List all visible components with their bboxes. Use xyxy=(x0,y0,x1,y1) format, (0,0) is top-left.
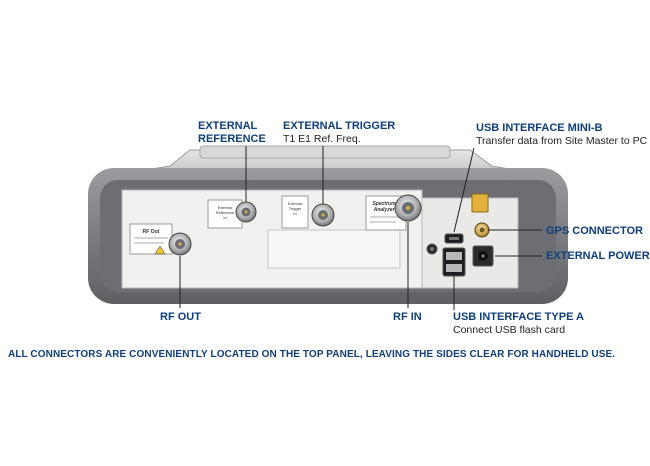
label-usb-mini-b: USB INTERFACE MINI-B Transfer data from … xyxy=(476,122,647,148)
label-external-reference: EXTERNAL REFERENCE xyxy=(198,120,266,146)
gps-connector[interactable] xyxy=(474,222,490,238)
ext-ref-plate-line2: Reference xyxy=(216,210,235,215)
usb-type-a-ports[interactable] xyxy=(442,247,466,277)
rf-out-plate-text: RF Out xyxy=(143,229,160,235)
rf-in-connector[interactable] xyxy=(394,194,422,222)
caption: ALL CONNECTORS ARE CONVENIENTLY LOCATED … xyxy=(8,349,616,360)
label-usb-type-a-title: USB INTERFACE TYPE A xyxy=(453,311,584,323)
ext-trigger-plate-line1: External xyxy=(288,201,303,206)
label-external-reference-line1: EXTERNAL xyxy=(198,120,258,132)
connector-panel-right xyxy=(421,197,519,289)
label-usb-mini-b-title: USB INTERFACE MINI-B xyxy=(476,122,603,134)
ext-ref-plate-line1: External xyxy=(218,205,233,210)
label-gps-connector-text: GPS CONNECTOR xyxy=(546,225,643,237)
ext-trigger-plate: External Trigger In xyxy=(281,195,309,229)
external-power-jack[interactable] xyxy=(472,245,494,267)
label-external-trigger-title: EXTERNAL TRIGGER xyxy=(283,120,396,132)
label-rf-out: RF OUT xyxy=(160,311,201,324)
label-usb-type-a: USB INTERFACE TYPE A Connect USB flash c… xyxy=(453,311,584,337)
label-external-trigger-sub: T1 E1 Ref. Freq. xyxy=(283,133,361,145)
external-trigger-connector[interactable] xyxy=(311,203,335,227)
label-usb-type-a-sub: Connect USB flash card xyxy=(453,324,566,336)
warning-plate xyxy=(471,193,489,213)
leader-usb-mini xyxy=(453,147,475,233)
label-external-power-text: EXTERNAL POWER xyxy=(546,250,650,262)
label-rf-out-text: RF OUT xyxy=(160,311,201,323)
spectrum-plate-line1: Spectrum xyxy=(372,201,396,207)
headphone-jack[interactable] xyxy=(426,243,438,255)
ext-trigger-plate-line3: In xyxy=(293,211,296,216)
label-usb-mini-b-sub: Transfer data from Site Master to PC xyxy=(476,135,648,147)
rf-out-plate: RF Out xyxy=(129,223,173,255)
ext-trigger-plate-line2: Trigger xyxy=(289,206,302,211)
label-gps-connector: GPS CONNECTOR xyxy=(546,225,643,238)
label-external-reference-line2: REFERENCE xyxy=(198,133,266,145)
usb-mini-b-port[interactable] xyxy=(444,233,464,244)
label-external-power: EXTERNAL POWER xyxy=(546,250,650,263)
external-reference-connector[interactable] xyxy=(235,201,257,223)
housing-top-notch xyxy=(199,145,451,159)
label-rf-in-text: RF IN xyxy=(393,311,422,323)
label-external-trigger: EXTERNAL TRIGGER T1 E1 Ref. Freq. xyxy=(283,120,395,146)
leader-lines xyxy=(179,146,542,310)
rf-out-connector[interactable] xyxy=(168,232,192,256)
ext-ref-plate-line3: In xyxy=(223,215,226,220)
label-rf-in: RF IN xyxy=(393,311,422,324)
spectrum-plate-line2: Analyzer xyxy=(373,207,396,213)
